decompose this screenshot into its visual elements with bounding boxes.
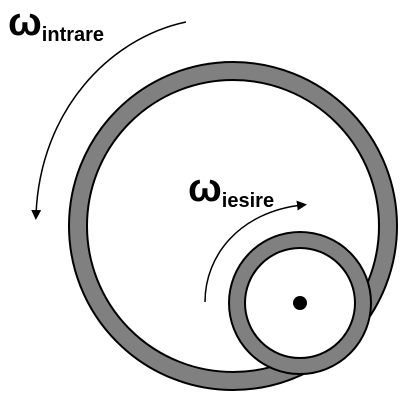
output-omega-symbol: ω [188,166,222,210]
input-subscript: intrare [41,24,105,46]
output-subscript: iesire [221,190,275,212]
output-angular-velocity-label: ωiesire [188,166,274,211]
input-omega-symbol: ω [8,0,42,44]
input-angular-velocity-label: ωintrare [8,0,104,45]
inner-wheel-center-dot [293,296,307,310]
output-rotation-arrow [204,200,307,303]
input-rotation-arrow [31,21,187,220]
